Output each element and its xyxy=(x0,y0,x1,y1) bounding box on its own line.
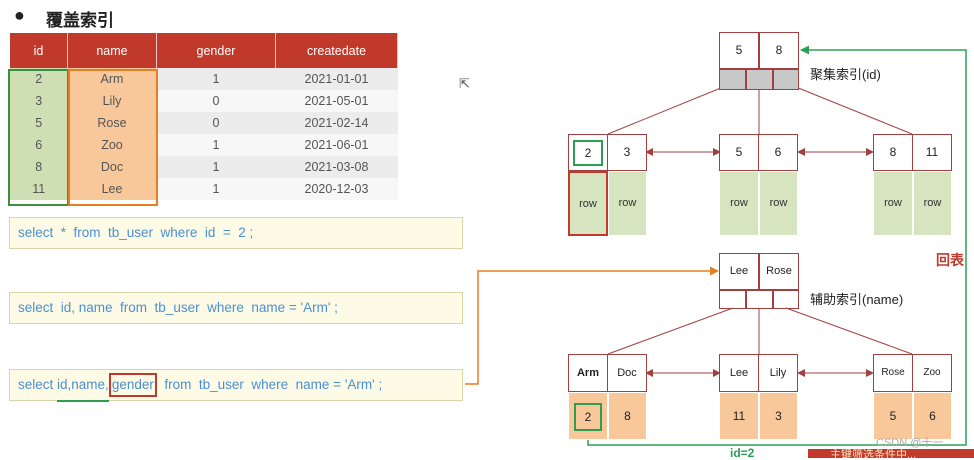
cell-createdate: 2021-03-08 xyxy=(275,156,398,178)
slide-title: 覆盖索引 xyxy=(46,11,114,30)
cell-name: Lee xyxy=(67,178,157,200)
secondary-leaf2-key-1: Lee xyxy=(719,354,759,392)
clustered-leaf1-key-2: 3 xyxy=(607,134,647,171)
table-row: 5 Rose 0 2021-02-14 xyxy=(10,112,398,134)
header-id: id xyxy=(10,33,68,68)
query-to-secondary-arrow xyxy=(465,266,719,385)
secondary-leaf3-key-2: Zoo xyxy=(912,354,952,392)
secondary-leaf3-val-2: 6 xyxy=(913,392,952,440)
secondary-root-pointer xyxy=(746,290,773,309)
table-row: 6 Zoo 1 2021-06-01 xyxy=(10,134,398,156)
cell-createdate: 2021-01-01 xyxy=(275,68,398,90)
secondary-index-label: 辅助索引(name) xyxy=(810,292,904,307)
secondary-root-pointer xyxy=(719,290,746,309)
lookback-arrow xyxy=(587,45,967,446)
cell-id: 2 xyxy=(10,68,68,90)
cell-createdate: 2020-12-03 xyxy=(275,178,398,200)
sql-query-3-rest: from tb_user where name = 'Arm' ; xyxy=(156,377,383,392)
table-row: 8 Doc 1 2021-03-08 xyxy=(10,156,398,178)
user-table: id name gender createdate 2 Arm 1 2021-0… xyxy=(10,33,398,200)
secondary-leaf1-val-1: 2 xyxy=(568,392,608,440)
table-row: 3 Lily 0 2021-05-01 xyxy=(10,90,398,112)
bottom-banner-text: 主键筛选条件中... xyxy=(830,449,917,458)
clustered-root-key-1: 5 xyxy=(719,32,759,69)
secondary-leaf3-key-1: Rose xyxy=(873,354,913,392)
secondary-target-id: 2 xyxy=(574,403,602,431)
clustered-target-key: 2 xyxy=(573,140,603,166)
cell-name: Arm xyxy=(67,68,157,90)
sql-uncovered-column: gender xyxy=(108,373,157,397)
cell-name: Zoo xyxy=(67,134,157,156)
secondary-leaf2-val-1: 11 xyxy=(719,392,759,440)
clustered-row: row xyxy=(608,171,647,236)
cell-createdate: 2021-06-01 xyxy=(275,134,398,156)
sql-query-3: select id,name,gender from tb_user where… xyxy=(9,369,463,402)
clustered-leaf1-key-1: 2 xyxy=(568,134,608,171)
lookback-label: 回表 xyxy=(936,252,964,268)
table-row: 2 Arm 1 2021-01-01 xyxy=(10,68,398,90)
clustered-root-pointer xyxy=(746,69,773,90)
cell-id: 8 xyxy=(10,156,68,178)
mouse-cursor-icon: ⇱ xyxy=(459,76,470,91)
sql-query-1: select * from tb_user where id = 2 ; xyxy=(9,217,463,249)
sql-query-2: select id, name from tb_user where name … xyxy=(9,292,463,324)
clustered-row: row xyxy=(759,171,798,236)
cell-createdate: 2021-02-14 xyxy=(275,112,398,134)
cell-id: 11 xyxy=(10,178,68,200)
secondary-root-key-1: Lee xyxy=(719,253,759,290)
cell-id: 6 xyxy=(10,134,68,156)
clustered-row: row xyxy=(913,171,952,236)
clustered-target-row: row xyxy=(568,171,608,236)
secondary-root-key-2: Rose xyxy=(759,253,799,290)
clustered-index-label: 聚集索引(id) xyxy=(810,67,881,82)
bullet-dot: ● xyxy=(14,5,25,25)
header-gender: gender xyxy=(156,33,276,68)
cell-id: 5 xyxy=(10,112,68,134)
clustered-row: row xyxy=(873,171,913,236)
secondary-leaf2-val-2: 3 xyxy=(759,392,798,440)
clustered-root-key-2: 8 xyxy=(759,32,799,69)
cell-gender: 1 xyxy=(156,178,276,200)
cell-createdate: 2021-05-01 xyxy=(275,90,398,112)
table-row: 11 Lee 1 2020-12-03 xyxy=(10,178,398,200)
clustered-leaf3-key-2: 11 xyxy=(912,134,952,171)
watermark: CSDN @十一 xyxy=(876,437,944,449)
bottom-banner xyxy=(808,449,974,458)
id-equals-label: id=2 xyxy=(730,446,755,460)
secondary-branch-right xyxy=(785,307,913,355)
name-column-highlight xyxy=(68,69,158,206)
clustered-leaf3-key-1: 8 xyxy=(873,134,913,171)
clustered-root-pointer xyxy=(719,69,746,90)
clustered-branch-right xyxy=(785,82,913,135)
cell-gender: 1 xyxy=(156,68,276,90)
cell-name: Lily xyxy=(67,90,157,112)
clustered-row: row xyxy=(719,171,759,236)
clustered-leaf2-key-1: 5 xyxy=(719,134,759,171)
clustered-root-pointer xyxy=(773,69,799,90)
cell-gender: 1 xyxy=(156,156,276,178)
secondary-branch-left xyxy=(607,307,734,355)
cell-gender: 0 xyxy=(156,90,276,112)
cell-gender: 1 xyxy=(156,134,276,156)
header-createdate: createdate xyxy=(275,33,398,68)
sql-covered-columns: id,name, xyxy=(57,370,109,402)
secondary-leaf2-key-2: Lily xyxy=(758,354,798,392)
cell-id: 3 xyxy=(10,90,68,112)
secondary-leaf1-val-2: 8 xyxy=(608,392,647,440)
secondary-leaf1-key-1: Arm xyxy=(568,354,608,392)
cell-name: Rose xyxy=(67,112,157,134)
cell-gender: 0 xyxy=(156,112,276,134)
secondary-leaf3-val-1: 5 xyxy=(873,392,913,440)
cell-name: Doc xyxy=(67,156,157,178)
clustered-branch-left xyxy=(607,82,734,135)
sql-select-keyword: select xyxy=(18,377,58,392)
header-name: name xyxy=(67,33,157,68)
secondary-leaf1-key-2: Doc xyxy=(607,354,647,392)
secondary-root-pointer xyxy=(773,290,799,309)
clustered-leaf2-key-2: 6 xyxy=(758,134,798,171)
